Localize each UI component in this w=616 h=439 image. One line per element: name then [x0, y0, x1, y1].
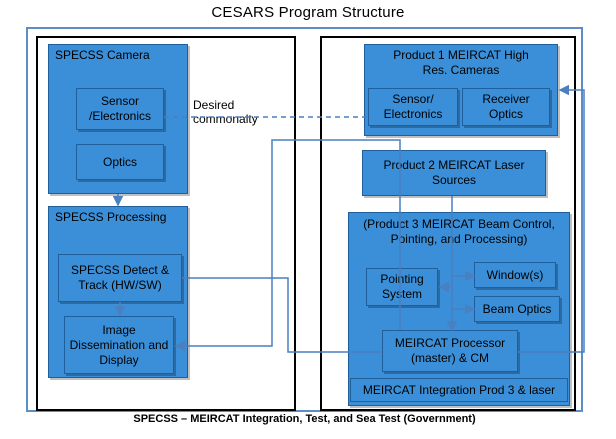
meircat-processor-box: MEIRCAT Processor (master) & CM — [382, 330, 518, 372]
diagram-title: CESARS Program Structure — [211, 4, 405, 21]
meircat-sensor-box: Sensor/ Electronics — [368, 88, 458, 126]
specss-detect-box: SPECSS Detect & Track (HW/SW) — [58, 254, 182, 302]
processor-to-product1-line — [518, 84, 585, 353]
beam-optics-box: Beam Optics — [474, 296, 560, 322]
footer-caption: SPECSS – MEIRCAT Integration, Test, and … — [133, 413, 476, 425]
detect-to-processor-line — [182, 277, 382, 353]
specss-sensor-box: Sensor /Electronics — [76, 88, 164, 130]
pointing-system-box: Pointing System — [366, 268, 438, 306]
receiver-optics-box: Receiver Optics — [462, 88, 550, 126]
meircat-integration-box: MEIRCAT Integration Prod 3 & laser — [350, 378, 568, 402]
image-dissemination-box: Image Dissemination and Display — [64, 316, 174, 374]
specss-optics-box: Optics — [76, 144, 164, 180]
desired-commonality-label: Desired commonalty — [193, 98, 258, 126]
window-box: Window(s) — [474, 262, 556, 288]
product2-box: Product 2 MEIRCAT Laser Sources — [362, 150, 546, 196]
processor-to-display-line — [174, 139, 401, 352]
